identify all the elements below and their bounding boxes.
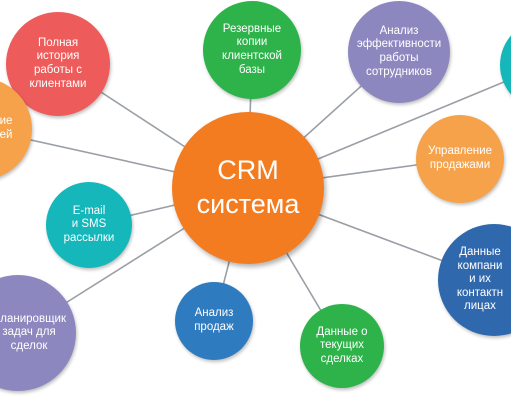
node-label-employee-efficiency: Анализ эффективности работы сотрудников (356, 24, 442, 78)
node-label-sales-analysis: Анализ продаж (194, 307, 234, 333)
node-label-crm-system: CRM система (196, 155, 300, 219)
node-sales-analysis: Анализ продаж (175, 282, 253, 360)
node-label-current-deals: Данные о текущих сделках (316, 325, 368, 365)
node-sales-management: Управление продажами (416, 115, 504, 203)
node-current-deals: Данные о текущих сделках (300, 304, 384, 388)
node-label-sales-management: Управление продажами (428, 145, 492, 171)
node-label-database-backups: Резервные копии клиентской базы (222, 22, 282, 76)
node-database-backups: Резервные копии клиентской базы (203, 1, 301, 99)
node-label-deal-planner: Планировщик задач для сделок (0, 312, 66, 352)
node-label-left-cropped: ие ей (0, 115, 13, 141)
node-label-client-history: Полная история работы с клиентами (29, 36, 87, 90)
node-crm-system: CRM система (172, 112, 324, 264)
node-label-email-sms: E-mail и SMS рассылки (63, 204, 115, 244)
node-label-company-contacts: Данные компани и их контактн лицах (456, 246, 504, 313)
node-right-cropped (500, 20, 511, 110)
node-employee-efficiency: Анализ эффективности работы сотрудников (348, 1, 450, 103)
node-client-history: Полная история работы с клиентами (6, 12, 110, 116)
node-email-sms: E-mail и SMS рассылки (46, 182, 132, 268)
